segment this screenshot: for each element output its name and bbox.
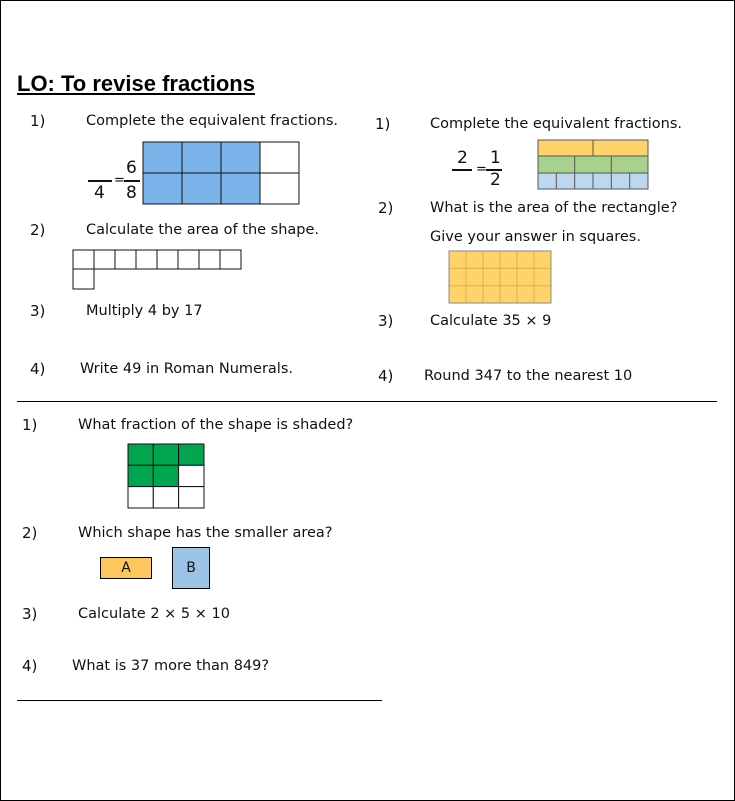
right-q1-blank-fraction-line	[452, 169, 472, 171]
bottom-q1-shaded-shape	[127, 443, 205, 509]
bottom-q1-text: What fraction of the shape is shaded?	[78, 417, 354, 433]
right-q3-number: 3)	[378, 312, 394, 330]
right-q1-equals: =	[476, 162, 487, 177]
bottom-q1-number: 1)	[22, 416, 38, 434]
right-q2-text-line2: Give your answer in squares.	[430, 229, 641, 245]
left-q1-numerator-6: 6	[126, 158, 137, 178]
right-q2-number: 2)	[378, 199, 394, 217]
left-q2-area-shape	[72, 249, 242, 290]
right-q1-text: Complete the equivalent fractions.	[430, 116, 683, 132]
left-q2-text: Calculate the area of the shape.	[86, 222, 320, 238]
left-q3-text: Multiply 4 by 17	[86, 303, 203, 319]
bottom-q3-text: Calculate 2 × 5 × 10	[78, 606, 230, 622]
left-q2-number: 2)	[30, 221, 46, 239]
shape-b: B	[172, 547, 210, 589]
right-q2-text: What is the area of the rectangle?	[430, 200, 678, 216]
right-q1-fraction-line	[486, 169, 502, 171]
shape-a: A	[100, 557, 152, 579]
bottom-q4-number: 4)	[22, 657, 38, 675]
left-q1-fraction-diagram	[142, 141, 300, 205]
right-q3-text: Calculate 35 × 9	[430, 313, 552, 329]
right-q1-fraction-wall	[537, 139, 649, 190]
right-q4-text: Round 347 to the nearest 10	[424, 368, 633, 384]
bottom-q4-text: What is 37 more than 849?	[72, 658, 270, 674]
left-q1-equals: =	[114, 173, 125, 188]
bottom-divider	[17, 700, 382, 701]
page-title: LO: To revise fractions	[17, 71, 255, 96]
section-divider	[17, 401, 717, 402]
left-q4-text: Write 49 in Roman Numerals.	[80, 361, 294, 377]
right-q1-numerator-1: 1	[490, 148, 501, 168]
left-q4-number: 4)	[30, 360, 46, 378]
left-q1-number: 1)	[30, 112, 46, 130]
right-q1-denominator-2: 2	[490, 170, 501, 190]
left-q1-text: Complete the equivalent fractions.	[86, 113, 339, 129]
left-q1-fraction-line	[124, 180, 140, 182]
left-q1-denominator-4: 4	[94, 183, 105, 203]
bottom-q2-number: 2)	[22, 524, 38, 542]
right-q2-rectangle-grid	[448, 250, 552, 304]
left-q3-number: 3)	[30, 302, 46, 320]
bottom-q3-number: 3)	[22, 605, 38, 623]
right-q4-number: 4)	[378, 367, 394, 385]
left-q1-blank-fraction-line	[88, 180, 112, 182]
right-q1-number: 1)	[375, 115, 391, 133]
left-q1-denominator-8: 8	[126, 183, 137, 203]
bottom-q2-text: Which shape has the smaller area?	[78, 525, 333, 541]
right-q1-numerator-2: 2	[457, 148, 468, 168]
